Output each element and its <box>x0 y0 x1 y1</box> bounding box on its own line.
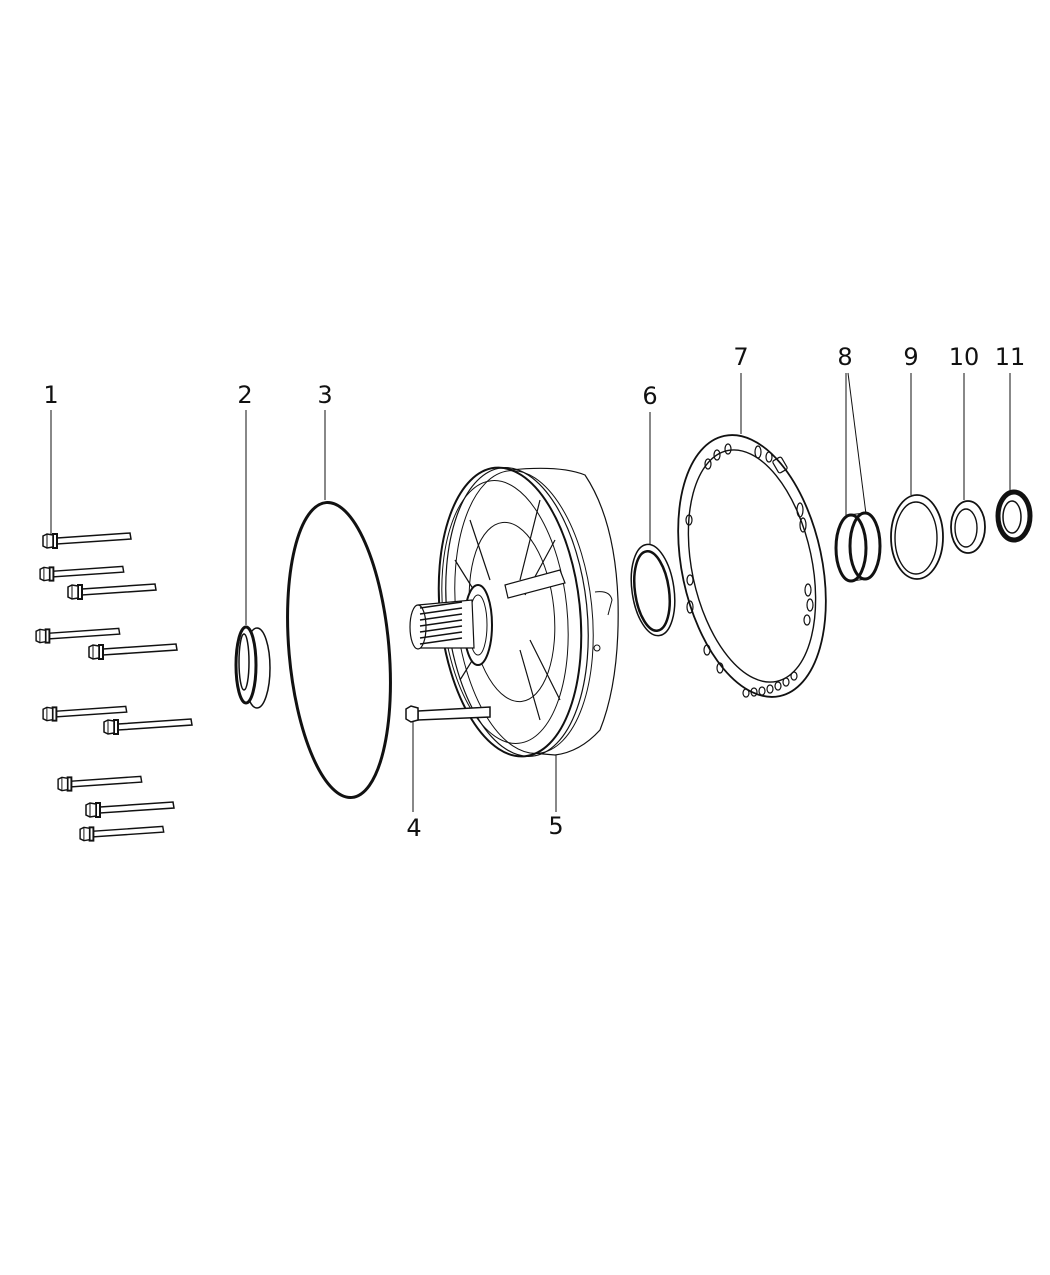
callout-1: 1 <box>43 381 59 409</box>
callout-2: 2 <box>237 381 253 409</box>
callout-11: 11 <box>994 343 1026 371</box>
part-8-seal-rings <box>834 372 882 583</box>
part-4-bolt <box>405 705 491 812</box>
callout-6: 6 <box>642 382 658 410</box>
callout-10: 10 <box>948 343 980 371</box>
part-6-seal-ring <box>630 412 676 637</box>
part-1-bolts <box>35 410 193 842</box>
callout-7: 7 <box>733 343 749 371</box>
part-3-o-ring <box>286 410 392 800</box>
callout-5: 5 <box>548 812 564 840</box>
part-5-oil-pump <box>409 466 619 812</box>
part-10-washer <box>950 373 986 554</box>
callout-9: 9 <box>903 343 919 371</box>
part-9-thrust-washer <box>890 373 944 580</box>
part-7-gasket <box>677 373 827 698</box>
part-2-seal <box>234 410 271 709</box>
callout-4: 4 <box>406 814 422 842</box>
part-11-bearing <box>995 373 1033 543</box>
callout-8: 8 <box>837 343 853 371</box>
callout-3: 3 <box>317 381 333 409</box>
